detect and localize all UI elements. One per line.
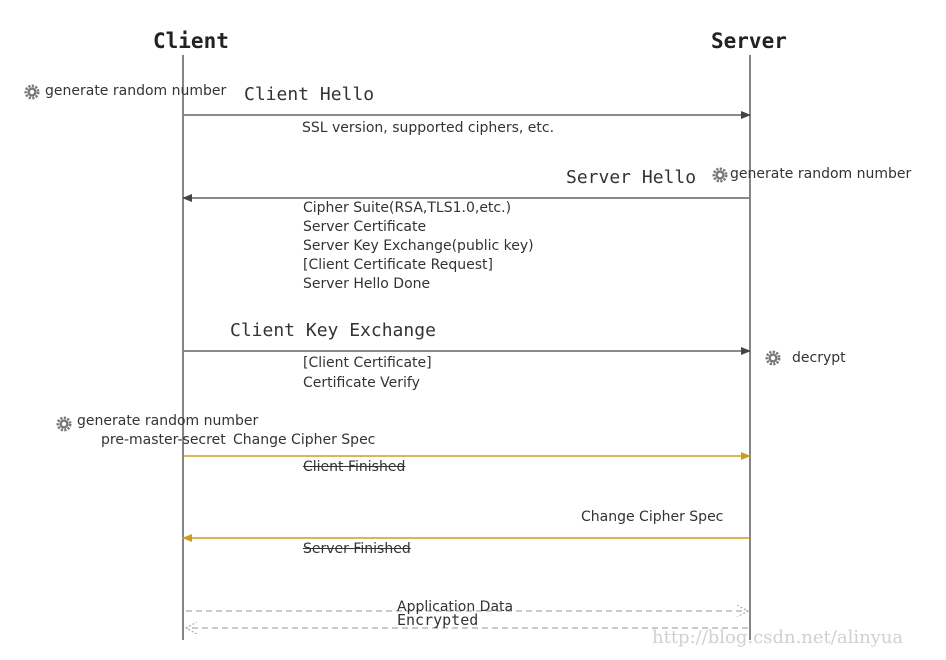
gear-icon bbox=[712, 167, 728, 183]
server-hello-detail: Server Key Exchange(public key) bbox=[303, 238, 534, 254]
client-header: Client bbox=[153, 29, 229, 53]
server-change-cipher-title: Change Cipher Spec bbox=[581, 509, 724, 525]
pre-master-secret-note: pre-master-secret bbox=[101, 432, 226, 448]
client-key-exchange-detail: Certificate Verify bbox=[303, 375, 420, 391]
encrypted-label: Encrypted bbox=[397, 611, 479, 629]
watermark: http://blog.csdn.net/alinyua bbox=[652, 627, 904, 648]
client-change-cipher-title: Change Cipher Spec bbox=[233, 432, 376, 448]
client-random-note: generate random number bbox=[45, 83, 227, 99]
gear-icon bbox=[56, 416, 72, 432]
server-hello-detail: Server Hello Done bbox=[303, 276, 431, 292]
client-key-exchange-detail: [Client Certificate] bbox=[303, 355, 432, 371]
application-data-label: Application Data bbox=[397, 599, 514, 615]
gear-icon bbox=[24, 84, 40, 100]
server-finished-label: Server Finished bbox=[303, 541, 411, 557]
server-decrypt-note: decrypt bbox=[792, 350, 846, 366]
server-hello-detail: Cipher Suite(RSA,TLS1.0,etc.) bbox=[303, 200, 512, 216]
client-hello-title: Client Hello bbox=[244, 84, 375, 105]
client-key-exchange-title: Client Key Exchange bbox=[230, 320, 436, 341]
server-hello-title: Server Hello bbox=[566, 167, 697, 188]
client-random-note-2: generate random number bbox=[77, 413, 259, 429]
client-hello-detail: SSL version, supported ciphers, etc. bbox=[302, 120, 555, 136]
server-hello-detail: [Client Certificate Request] bbox=[303, 257, 493, 273]
gear-icon bbox=[765, 350, 781, 366]
server-random-note: generate random number bbox=[730, 166, 912, 182]
server-hello-detail: Server Certificate bbox=[303, 219, 427, 235]
server-header: Server bbox=[711, 29, 787, 53]
client-finished-label: Client Finished bbox=[303, 459, 406, 475]
